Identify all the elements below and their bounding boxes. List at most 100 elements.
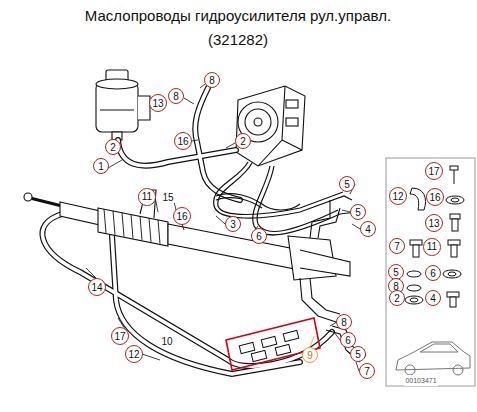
inset-parts bbox=[447, 292, 459, 297]
power-steering-pump bbox=[236, 86, 305, 166]
inset-parts bbox=[451, 198, 459, 202]
inset-parts bbox=[405, 166, 464, 307]
steering-rack bbox=[60, 202, 100, 225]
power-steering-pump bbox=[245, 109, 271, 135]
callout-number: 16 bbox=[174, 132, 192, 150]
leader-line bbox=[342, 210, 350, 212]
callout-number: 6 bbox=[340, 332, 356, 348]
inset-parts bbox=[450, 297, 456, 307]
callout-number: 8 bbox=[204, 72, 220, 88]
callout-number: 2 bbox=[389, 290, 405, 306]
rack-bellows bbox=[104, 209, 106, 233]
leader-line bbox=[200, 84, 205, 88]
callout-text: 12 bbox=[128, 349, 139, 360]
callout-number: 5 bbox=[350, 346, 366, 362]
callout-text: 4 bbox=[365, 224, 371, 235]
callout-text: 5 bbox=[355, 349, 361, 360]
inset-parts bbox=[454, 170, 455, 184]
callout-text: 11 bbox=[427, 241, 437, 252]
valve-pipes bbox=[310, 200, 330, 238]
inset-parts bbox=[407, 285, 421, 291]
hose-fittings bbox=[239, 342, 255, 353]
callout-number: 6 bbox=[425, 265, 441, 281]
leader-line bbox=[142, 354, 160, 360]
hose-inner bbox=[42, 88, 332, 374]
callout-text: 13 bbox=[428, 218, 439, 229]
part-number: 15 bbox=[161, 192, 174, 203]
power-steering-pump bbox=[286, 100, 298, 108]
hose-fittings bbox=[275, 344, 291, 355]
pressure-lines bbox=[214, 162, 352, 218]
leader-line bbox=[216, 216, 225, 224]
valve-pipes bbox=[300, 278, 336, 322]
callout-text: 5 bbox=[393, 267, 399, 278]
inset-parts bbox=[448, 272, 456, 276]
callout-text: 2 bbox=[240, 136, 246, 147]
callout-text: 12 bbox=[392, 191, 403, 202]
callout-text: 8 bbox=[173, 91, 179, 102]
leader-line bbox=[108, 160, 122, 168]
callout-number: 13 bbox=[425, 214, 443, 232]
callout-text: 5 bbox=[344, 179, 350, 190]
power-steering-pump bbox=[254, 118, 262, 126]
callout-text: 1 bbox=[98, 161, 104, 172]
callout-text: 16 bbox=[177, 136, 188, 147]
inset-parts bbox=[450, 166, 458, 170]
callout-number: 1 bbox=[93, 158, 109, 174]
callout-text: 16 bbox=[176, 211, 187, 222]
callout-number: 4 bbox=[360, 221, 376, 237]
callout-number: 12 bbox=[125, 345, 143, 363]
callout-text: 4 bbox=[430, 293, 436, 304]
inset-frame bbox=[386, 158, 475, 386]
power-steering-pump bbox=[236, 86, 305, 166]
hose-fittings bbox=[261, 336, 277, 347]
hose-fittings bbox=[283, 330, 299, 341]
valve-pipes bbox=[310, 278, 340, 314]
leader-line bbox=[310, 336, 314, 347]
callout-text: 8 bbox=[341, 317, 347, 328]
callout-number: 2 bbox=[235, 133, 251, 149]
callout-text: 13 bbox=[152, 98, 163, 109]
part-number: 10 bbox=[160, 336, 173, 347]
callout-text: 2 bbox=[394, 293, 400, 304]
hose-outer bbox=[42, 88, 332, 374]
inset-parts bbox=[407, 271, 421, 277]
inset-parts bbox=[410, 188, 426, 210]
callout-text: 11 bbox=[142, 191, 152, 202]
callout-number: 3 bbox=[225, 216, 241, 232]
inset-frame bbox=[386, 158, 475, 386]
car-silhouette bbox=[453, 365, 463, 375]
callout-text: 17 bbox=[114, 331, 125, 342]
rack-bellows bbox=[131, 214, 133, 238]
leader-line bbox=[86, 84, 360, 371]
callout-text: 3 bbox=[230, 219, 236, 230]
power-steering-pump bbox=[286, 118, 298, 126]
highlight-outline bbox=[226, 318, 320, 370]
callout-number: 5 bbox=[350, 204, 366, 220]
callout-text: 7 bbox=[364, 366, 370, 377]
pressure-lines bbox=[214, 162, 356, 235]
callout-text: 16 bbox=[429, 192, 440, 203]
inset-parts bbox=[451, 245, 457, 257]
callout-text: 14 bbox=[91, 282, 102, 293]
callout-number: 2 bbox=[105, 139, 121, 155]
leader-line bbox=[226, 143, 235, 148]
leader-line bbox=[191, 140, 198, 141]
pressure-lines bbox=[218, 163, 343, 215]
callout-number: 7 bbox=[389, 238, 405, 254]
car-silhouette bbox=[405, 365, 415, 375]
callout-text: 7 bbox=[394, 241, 400, 252]
rack-bellows bbox=[158, 220, 160, 244]
callout-number: 11 bbox=[423, 238, 440, 255]
callout-number: 13 bbox=[149, 94, 167, 112]
callout-number: 6 bbox=[251, 228, 267, 244]
inset-parts bbox=[448, 240, 460, 245]
callout-number: 16 bbox=[426, 188, 444, 206]
pressure-lines bbox=[216, 194, 300, 210]
callout-text: 5 bbox=[355, 207, 361, 218]
steering-rack bbox=[30, 198, 62, 206]
inset-parts bbox=[410, 240, 422, 245]
fluid-reservoir bbox=[96, 70, 150, 140]
valve-pipes bbox=[318, 208, 340, 238]
